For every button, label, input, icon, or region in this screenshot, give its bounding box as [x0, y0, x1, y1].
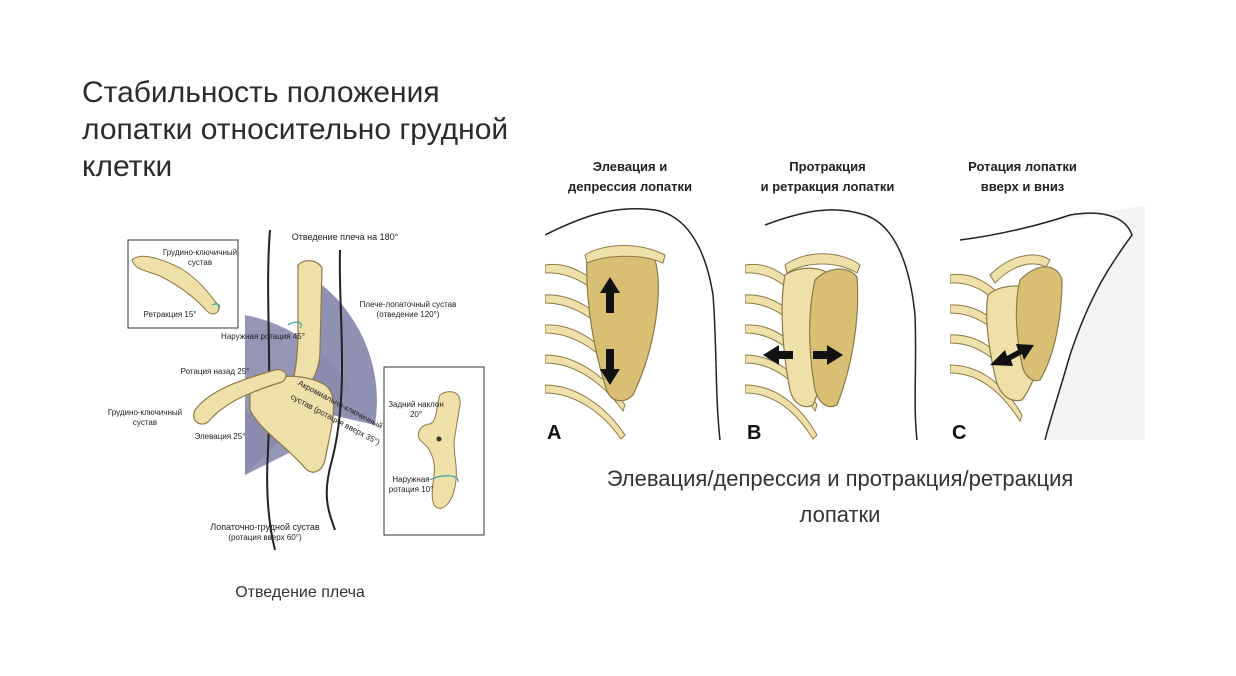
label-retraction-15: Ретракция 15° — [143, 310, 197, 319]
label-sternoclavicular-top-1: Грудино-ключичный — [162, 248, 238, 257]
label-posterior-rotation-25: Ротация назад 25° — [180, 367, 250, 376]
slide-title: Стабильность положения лопатки относител… — [82, 76, 509, 183]
panel-a-heading-2: депрессия лопатки — [568, 179, 692, 194]
panel-c-letter: C — [952, 422, 967, 444]
right-figure-caption-line1: Элевация/депрессия и протракция/ретракци… — [606, 466, 1074, 491]
label-sternoclavicular-left-2: сустав — [132, 418, 158, 427]
label-glenohumeral-1: Плече-лопаточный сустав — [359, 300, 457, 309]
left-figure: Отведение плеча на 180° Грудино-ключичны… — [100, 210, 500, 560]
panel-c: Ротация лопатки вверх и вниз C — [950, 155, 1145, 445]
label-posterior-tilt-20: Задний наклон 20° — [388, 400, 444, 419]
label-abduction-180: Отведение плеча на 180° — [291, 232, 399, 242]
panel-b-illustration — [745, 209, 918, 441]
right-figure-caption: Элевация/депрессия и протракция/ретракци… — [560, 461, 1120, 533]
label-scapulothoracic-1: Лопаточно-грудной сустав — [210, 522, 320, 532]
label-external-rotation-10-1: Наружная — [392, 475, 430, 484]
panel-a: Элевация и депрессия лопатки A — [545, 155, 740, 445]
label-external-rotation-10-2: ротация 10° — [388, 485, 434, 494]
panel-c-illustration — [950, 205, 1145, 441]
right-figure-caption-line2: лопатки — [799, 502, 881, 527]
panel-a-letter: A — [547, 422, 562, 444]
label-sternoclavicular-left-1: Грудино-ключичный — [107, 408, 183, 417]
panel-c-heading-1: Ротация лопатки — [968, 159, 1077, 174]
label-glenohumeral-2: (отведение 120°) — [376, 310, 440, 319]
label-elevation-25: Элевация 25° — [194, 432, 246, 441]
panel-a-heading-1: Элевация и — [592, 159, 668, 174]
label-sternoclavicular-top-2: сустав — [187, 258, 213, 267]
left-figure-caption: Отведение плеча — [235, 584, 365, 601]
panel-b: Протракция и ретракция лопатки B — [745, 155, 940, 445]
panel-a-illustration — [545, 207, 721, 441]
shoulder-abduction-illustration — [127, 229, 485, 551]
panel-b-letter: B — [747, 422, 762, 444]
label-scapulothoracic-2: (ротация вверх 60°) — [228, 533, 302, 542]
label-external-rotation-45: Наружная ротация 45° — [221, 332, 305, 341]
panel-b-heading-1: Протракция — [789, 159, 866, 174]
panel-c-heading-2: вверх и вниз — [980, 179, 1065, 194]
panel-b-heading-2: и ретракция лопатки — [760, 179, 895, 194]
